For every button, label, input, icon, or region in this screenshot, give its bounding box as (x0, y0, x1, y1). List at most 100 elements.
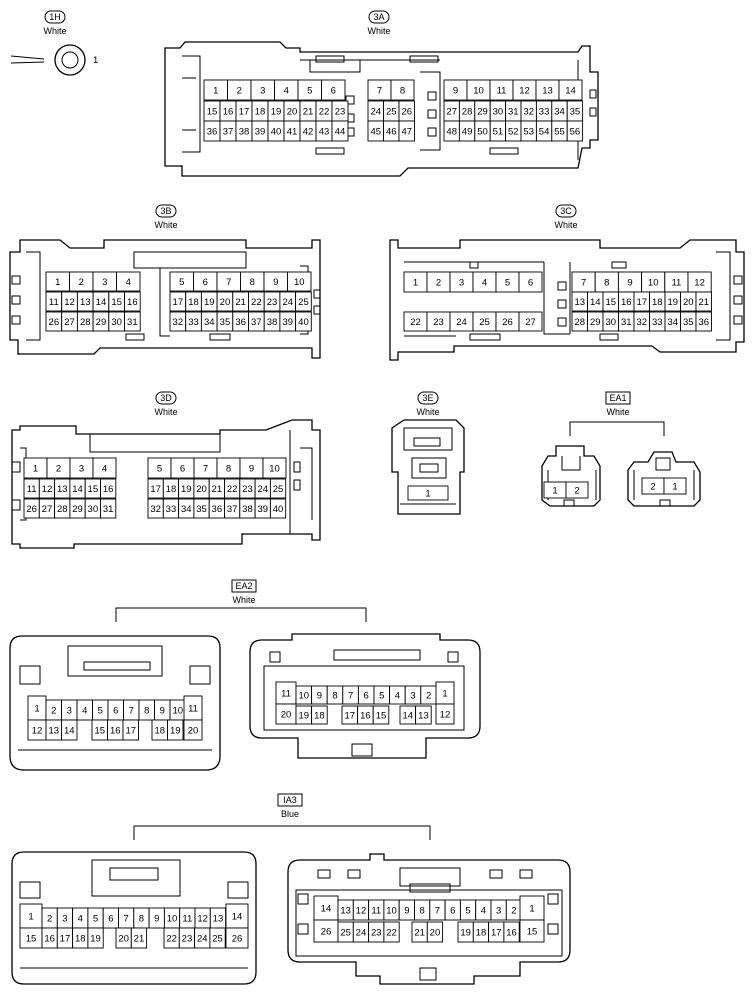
pin-number: 14 (321, 903, 332, 914)
pin-number: 16 (360, 710, 371, 721)
pin-number: 4 (482, 277, 487, 288)
pin-cavity (100, 478, 117, 499)
pin-number: 36 (207, 126, 218, 137)
pin-cell: 4 (274, 79, 299, 101)
pin-cavity (311, 705, 328, 725)
pin-number: 24 (356, 927, 367, 938)
housing-slot (345, 95, 355, 105)
pin-cell: 6 (107, 699, 124, 721)
pin-number: 2 (56, 463, 61, 474)
pin-number: 38 (239, 126, 250, 137)
tag-box (277, 793, 303, 807)
pin-cell: 9 (398, 899, 415, 921)
pin-number: 28 (80, 317, 91, 328)
pin-cell: 34 (551, 100, 568, 122)
pin-number: 5 (179, 277, 184, 288)
pin-cavity (566, 120, 584, 142)
pin-number: 6 (113, 705, 118, 716)
pin-number: 6 (108, 913, 113, 924)
pin-number: 18 (166, 484, 177, 495)
pin-cell: 29 (587, 311, 604, 332)
pin-cell: 19 (200, 291, 218, 312)
pin-number: 43 (319, 126, 330, 137)
pin-number: 9 (249, 463, 254, 474)
pin-cell: 26 (495, 311, 520, 332)
pin-cell: 9 (239, 457, 264, 479)
housing-slot (11, 315, 21, 325)
pin-number: 49 (462, 126, 473, 137)
housing-slot (547, 923, 559, 935)
pin-number: 15 (26, 933, 37, 944)
pin-cell: 7 (342, 685, 359, 705)
pin-cell: 21 (232, 291, 249, 312)
pin-number: 13 (340, 905, 351, 916)
pin-cell: 17 (122, 719, 139, 741)
pin-cell: 14 (587, 291, 604, 312)
housing-detail (399, 867, 461, 887)
pin-cell: 28 (571, 311, 588, 332)
pin-number: 19 (667, 297, 678, 308)
pin-number: 22 (166, 933, 177, 944)
pin-cell: 10 (641, 271, 666, 293)
pin-number: 22 (251, 297, 262, 308)
pin-number: 15 (605, 297, 616, 308)
pin-cell: 8 (594, 271, 619, 293)
pin-number: 19 (460, 927, 471, 938)
housing-detail (655, 457, 671, 471)
pin-cell: 12 (38, 478, 56, 499)
housing-slot (11, 295, 21, 305)
pin-number: 7 (377, 85, 382, 96)
pin-number: 4 (481, 905, 486, 916)
pin-cavity (183, 719, 203, 741)
pin-number: 23 (433, 317, 444, 328)
pin-cell: 38 (235, 120, 253, 142)
pin-number: 20 (118, 933, 129, 944)
pin-cavity (435, 703, 455, 725)
pin-number: 2 (426, 690, 431, 701)
pin-number: 23 (182, 933, 193, 944)
pin-cell: 16 (618, 291, 635, 312)
pin-number: 18 (652, 297, 663, 308)
housing-slot (557, 299, 567, 309)
housing-slot (563, 499, 575, 507)
pin-number: 21 (303, 106, 314, 117)
pin-number: 25 (386, 106, 397, 117)
housing-slot (313, 289, 321, 299)
pin-number: 1 (413, 277, 418, 288)
connector-id: 3A (373, 12, 384, 22)
housing-slot (547, 893, 559, 905)
housing-slot (469, 261, 479, 269)
housing-slot (209, 333, 231, 341)
pin-number: 34 (204, 317, 215, 328)
pin-number: 16 (621, 297, 632, 308)
pin-number: 1 (55, 277, 60, 288)
connector-color: White (367, 26, 390, 36)
pin-cell: 23 (263, 291, 281, 312)
pin-cell: 23 (426, 311, 451, 332)
pin-number: 5 (93, 913, 98, 924)
ring-hole (61, 51, 79, 69)
housing-slot (557, 281, 567, 291)
pin-number: 48 (446, 126, 457, 137)
pin-cavity (269, 498, 287, 519)
connector-1H: 1 (10, 44, 98, 76)
pin-cell: 17 (488, 921, 505, 943)
pin-number: 13 (542, 85, 553, 96)
pin-cell: 11 (368, 899, 385, 921)
pin-number: 3 (260, 85, 265, 96)
pin-number: 32 (173, 317, 184, 328)
pin-number: 4 (78, 913, 83, 924)
pin-cell: 5 (373, 685, 391, 705)
pin-cell: 19 (295, 705, 313, 725)
pin-number: 38 (267, 317, 278, 328)
pin-number: 34 (181, 504, 192, 515)
pin-cell: 28 (76, 311, 94, 332)
pin-cell: 5 (147, 457, 172, 479)
pin-number: 28 (462, 106, 473, 117)
pin-number: 17 (491, 927, 502, 938)
connector-tag: 3A White (367, 10, 391, 36)
